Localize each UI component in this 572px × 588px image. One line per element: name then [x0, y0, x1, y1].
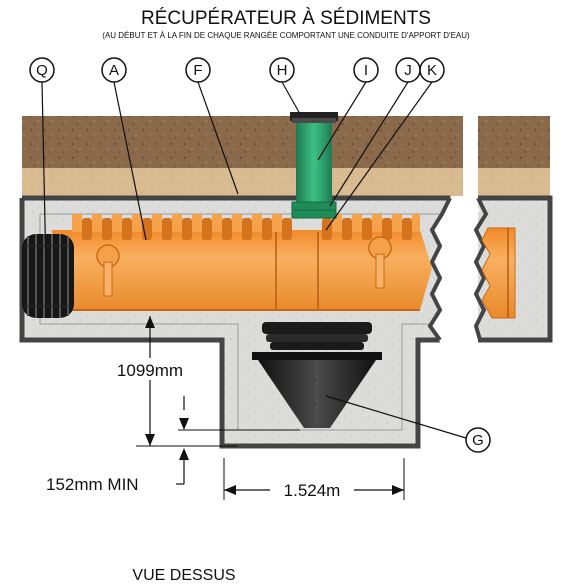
corrugated-pipe-q — [22, 234, 74, 318]
callout-i: I — [317, 57, 379, 161]
callout-q: Q — [29, 57, 55, 271]
diagram-title: RÉCUPÉRATEUR À SÉDIMENTS — [141, 8, 431, 29]
svg-text:J: J — [404, 62, 412, 79]
dimension-min-clearance: 152mm MIN — [46, 396, 300, 494]
enclosure-outline-right — [478, 195, 553, 343]
callout-k: K — [325, 57, 445, 231]
svg-text:A: A — [109, 62, 119, 79]
dimension-depth: 1099mm — [104, 316, 238, 447]
callout-h: H — [269, 57, 301, 115]
dimension-width: 1.524m — [223, 458, 405, 500]
svg-text:I: I — [364, 62, 368, 79]
break-line-left — [427, 197, 452, 342]
riser-pipe-i — [290, 112, 338, 219]
svg-text:H: H — [277, 62, 288, 79]
sand-layer — [22, 168, 463, 198]
svg-text:F: F — [193, 62, 202, 79]
sediment-cone-g — [252, 322, 382, 428]
svg-text:1099mm: 1099mm — [117, 361, 183, 380]
callout-f: F — [185, 57, 239, 195]
callout-a: A — [101, 57, 147, 241]
break-line-right — [473, 197, 489, 341]
svg-text:G: G — [472, 432, 484, 449]
svg-text:K: K — [427, 62, 437, 79]
svg-text:1.524m: 1.524m — [284, 481, 341, 500]
view-label: VUE DESSUS — [132, 567, 235, 584]
chamber-a — [52, 214, 432, 311]
chamber-a-right — [481, 227, 516, 319]
soil-layer-right — [478, 116, 550, 168]
soil-layer — [22, 116, 463, 168]
svg-text:152mm MIN: 152mm MIN — [46, 475, 139, 494]
diagram-subtitle: (AU DÉBUT ET À LA FIN DE CHAQUE RANGÉE C… — [102, 31, 470, 40]
sand-layer-right — [478, 168, 550, 198]
break-gap — [430, 196, 480, 342]
callout-g: G — [325, 395, 491, 453]
svg-text:Q: Q — [36, 62, 48, 79]
